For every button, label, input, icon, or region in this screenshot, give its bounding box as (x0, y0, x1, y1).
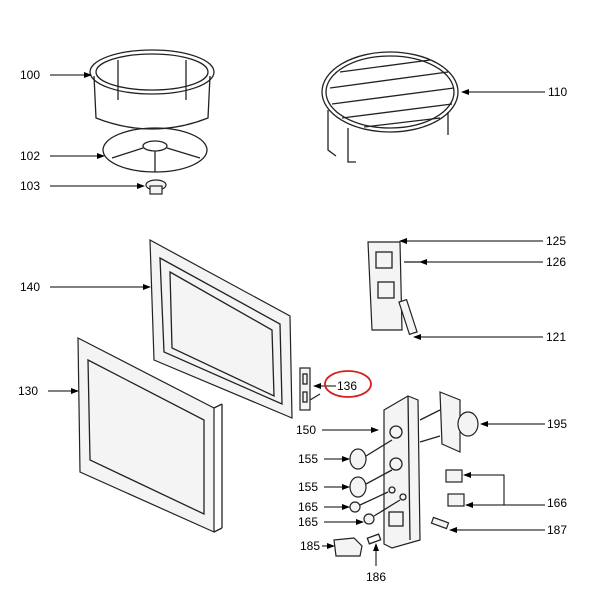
part-label-155-upper: 155 (298, 452, 318, 466)
part-label-186: 186 (366, 570, 386, 584)
part-label-166: 166 (547, 496, 567, 510)
part-label-130: 130 (18, 384, 38, 398)
timer-switch-drawing (419, 391, 479, 453)
control-panel-drawing (383, 395, 421, 549)
part-label-102: 102 (20, 149, 40, 163)
buttons-drawing (349, 491, 401, 525)
part-label-187: 187 (547, 523, 567, 537)
leader-lines (48, 72, 545, 566)
turntable-ring-drawing (89, 49, 215, 130)
part-label-136: 136 (337, 379, 357, 393)
door-panel-drawing (77, 337, 223, 533)
part-label-150: 150 (296, 423, 316, 437)
door-hook-drawing (299, 367, 321, 411)
part-label-126: 126 (546, 255, 566, 269)
knobs-drawing (349, 439, 393, 498)
part-label-165-upper: 165 (298, 500, 318, 514)
door-frame-drawing (149, 238, 293, 419)
part-label-121: 121 (546, 330, 566, 344)
roller-support-drawing (102, 127, 208, 173)
wire-rack-drawing (321, 51, 459, 163)
highlight-circle (324, 370, 372, 398)
latch-assembly-drawing (367, 241, 420, 336)
switches-drawing (430, 469, 465, 530)
part-label-110: 110 (548, 85, 567, 99)
part-label-140: 140 (20, 280, 40, 294)
part-label-185: 185 (300, 539, 320, 553)
part-label-155-lower: 155 (298, 480, 318, 494)
part-label-100: 100 (20, 68, 40, 82)
part-label-125: 125 (546, 234, 566, 248)
part-label-103: 103 (20, 179, 40, 193)
part-label-165-lower: 165 (298, 515, 318, 529)
cover-and-spring-drawing (333, 533, 382, 557)
part-label-195: 195 (547, 417, 567, 431)
coupler-drawing (145, 179, 167, 195)
